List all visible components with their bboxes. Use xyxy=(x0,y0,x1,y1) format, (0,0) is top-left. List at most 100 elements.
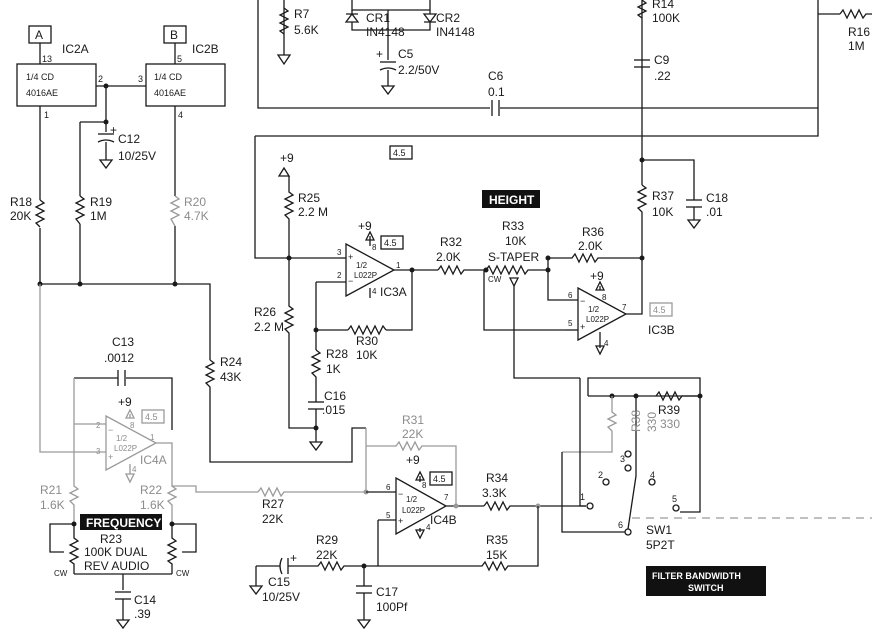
r22-label: R22 xyxy=(140,483,162,497)
c6-capacitor: C6 0.1 xyxy=(488,69,505,116)
svg-text:1/2: 1/2 xyxy=(406,495,418,504)
svg-text:4.5: 4.5 xyxy=(145,412,158,422)
svg-text:1/4 CD: 1/4 CD xyxy=(154,72,183,82)
c18-capacitor: C18 .01 xyxy=(639,157,728,230)
svg-text:3: 3 xyxy=(138,74,143,84)
r14-label: R14 xyxy=(652,0,674,11)
svg-text:3: 3 xyxy=(620,454,625,464)
r7-label: R7 xyxy=(294,7,310,21)
r21-value: 1.6K xyxy=(40,498,65,512)
r14-resistor: R14 100K xyxy=(636,0,680,25)
svg-text:4016AE: 4016AE xyxy=(154,88,186,98)
ic4a-opamp: +9 4.5 8 − + 1/2 L022P 2 3 4 1 IC4A xyxy=(39,284,258,493)
svg-text:L022P: L022P xyxy=(354,271,377,280)
svg-text:+: + xyxy=(108,452,113,462)
r37-label: R37 xyxy=(652,189,674,203)
c18-value: .01 xyxy=(706,205,723,219)
r28-label: R28 xyxy=(326,347,348,361)
svg-text:CW: CW xyxy=(54,569,68,578)
top-wires xyxy=(254,0,840,259)
r24-value: 43K xyxy=(220,370,241,384)
r31-resistor: R31 22K xyxy=(363,413,457,506)
r35-label: R35 xyxy=(486,533,508,547)
r29-value: 22K xyxy=(316,548,337,562)
c6-value: 0.1 xyxy=(488,85,505,99)
r32-label: R32 xyxy=(440,235,462,249)
ref-4-5-top: 4.5 xyxy=(389,145,413,160)
svg-text:7: 7 xyxy=(444,493,449,502)
svg-text:L022P: L022P xyxy=(402,506,425,515)
svg-text:CW: CW xyxy=(488,275,502,284)
svg-text:6: 6 xyxy=(568,291,573,300)
r29-label: R29 xyxy=(316,533,338,547)
ic3a-label: IC3A xyxy=(380,285,407,299)
height-label: HEIGHT xyxy=(482,190,540,208)
svg-text:2: 2 xyxy=(96,421,101,430)
svg-text:SWITCH: SWITCH xyxy=(688,583,724,593)
r31-label: R31 xyxy=(402,413,424,427)
svg-text:−: − xyxy=(398,489,403,499)
r32-resistor: R32 2.0K xyxy=(436,235,486,276)
r24-resistor: R24 43K xyxy=(204,355,366,463)
r33-value: 10K xyxy=(505,234,526,248)
r21-resistor: R21 1.6K xyxy=(40,424,80,522)
svg-text:4: 4 xyxy=(650,470,655,480)
r28-value: 1K xyxy=(326,362,341,376)
svg-text:FREQUENCY: FREQUENCY xyxy=(86,516,161,530)
c16-label: C16 xyxy=(324,389,346,403)
r38-label: R38 xyxy=(629,410,643,432)
svg-text:4: 4 xyxy=(604,339,609,348)
svg-text:2: 2 xyxy=(98,74,103,84)
svg-text:1/2: 1/2 xyxy=(116,434,128,443)
r37-resistor: R37 10K xyxy=(636,184,674,258)
c14-label: C14 xyxy=(134,593,156,607)
ic3a-wires xyxy=(286,255,438,350)
r22-resistor: R22 1.6K xyxy=(140,483,178,522)
r20-resistor: R20 4.7K xyxy=(169,195,209,227)
r20-label: R20 xyxy=(184,195,206,209)
c17-capacitor: C17 100Pf xyxy=(356,566,408,630)
svg-text:+9: +9 xyxy=(280,151,294,165)
cr2-value: IN4148 xyxy=(436,25,475,39)
svg-text:7: 7 xyxy=(622,303,627,312)
ic3b-opamp: +9 8 − + 1/2 L022P 6 5 4 7 4.5 IC3B xyxy=(566,255,675,356)
c13-capacitor: C13 .0012 xyxy=(73,335,173,430)
svg-text:4.5: 4.5 xyxy=(393,148,406,158)
r31-value: 22K xyxy=(402,427,423,441)
c9-capacitor: C9 .22 xyxy=(634,53,671,83)
r34-label: R34 xyxy=(486,471,508,485)
cr1-label: CR1 xyxy=(366,11,390,25)
svg-text:4016AE: 4016AE xyxy=(26,88,58,98)
ic4b-label: IC4B xyxy=(430,513,457,527)
sw1-switch: R38 330 R39 330 3 2 4 1 5 6 SW1 5P2T xyxy=(561,377,872,552)
r30-resistor: R30 10K xyxy=(347,324,387,362)
ic4b-opamp: +9 4.5 8 − + 1/2 L022P 6 5 4 7 IC4B xyxy=(366,453,484,540)
ic2b-switch: B 5 IC2B 1/4 CD 4016AE 3 4 xyxy=(138,25,226,120)
c5-value: 2.2/50V xyxy=(398,63,439,77)
c16-value: .015 xyxy=(322,403,346,417)
r34-value: 3.3K xyxy=(482,486,507,500)
r23-dual-potentiometer: R23 100K DUAL REV AUDIO CW CW xyxy=(49,521,197,590)
r23-value: 100K DUAL xyxy=(84,545,148,559)
svg-text:5: 5 xyxy=(386,511,391,520)
svg-text:FILTER BANDWIDTH: FILTER BANDWIDTH xyxy=(652,571,741,581)
c5-label: C5 xyxy=(398,47,414,61)
r27-label: R27 xyxy=(262,497,284,511)
r19-resistor: R19 1M xyxy=(74,195,112,225)
c15-capacitor: + C15 10/25V xyxy=(248,551,300,604)
c13-label: C13 xyxy=(112,335,134,349)
svg-text:4.5: 4.5 xyxy=(433,474,446,484)
svg-text:5: 5 xyxy=(177,54,182,64)
r33-taper: S-TAPER xyxy=(488,250,539,264)
r39-label: R39 xyxy=(658,403,680,417)
c15-label: C15 xyxy=(268,575,290,589)
c12-label: C12 xyxy=(118,132,140,146)
svg-text:1/2: 1/2 xyxy=(588,305,600,314)
svg-text:L022P: L022P xyxy=(586,315,609,324)
c14-capacitor: C14 .39 xyxy=(115,591,156,630)
ic2a-label: IC2A xyxy=(62,42,89,56)
r14-value: 100K xyxy=(652,11,680,25)
svg-text:+: + xyxy=(290,551,297,565)
r39-value: 330 xyxy=(660,417,680,431)
svg-text:1: 1 xyxy=(580,492,585,502)
